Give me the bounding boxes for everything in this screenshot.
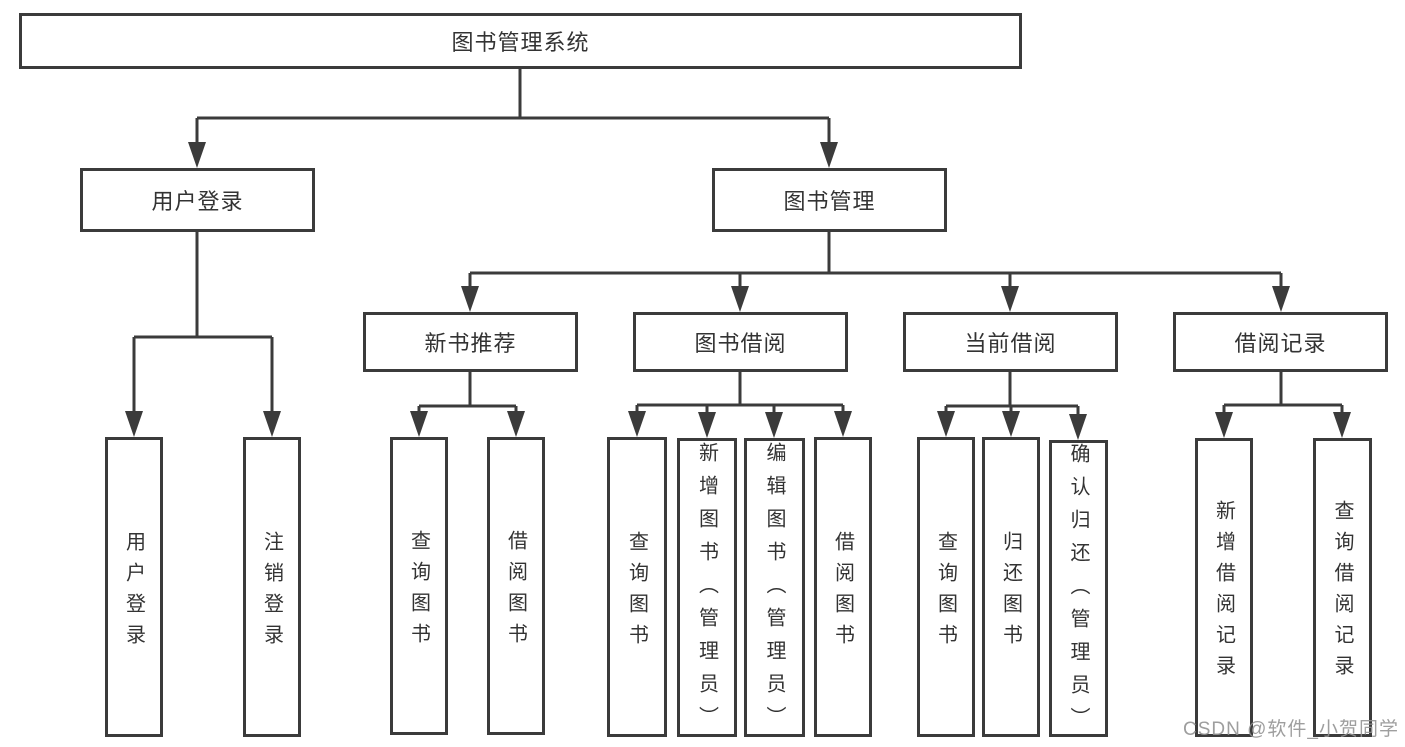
node-borrow-records: 借阅记录 — [1173, 312, 1388, 372]
node-label: 借阅记录 — [1234, 331, 1327, 356]
leaf-query-books-recommend: 查询图书 — [390, 437, 448, 735]
node-label: 当前借阅 — [964, 331, 1057, 356]
node-current-borrowing: 当前借阅 — [903, 312, 1118, 372]
node-label: 用户登录 — [151, 189, 244, 214]
node-label: 借阅图书 — [831, 530, 854, 655]
leaf-add-book-admin: 新增图书（管理员） — [677, 438, 737, 739]
node-book-borrowing: 图书借阅 — [633, 312, 848, 372]
node-label: 归还图书 — [999, 530, 1022, 655]
node-label: 图书管理 — [783, 189, 876, 214]
node-book-management: 图书管理 — [712, 168, 947, 232]
node-label: 查询图书 — [625, 530, 648, 655]
node-label: 查询图书 — [407, 529, 430, 654]
node-label: 确认归还（管理员） — [1067, 443, 1089, 740]
node-label: 查询借阅记录 — [1331, 500, 1353, 686]
node-label: 新增图书（管理员） — [695, 442, 718, 739]
leaf-borrow-books: 借阅图书 — [814, 437, 872, 737]
leaf-query-books-borrowing: 查询图书 — [607, 437, 667, 737]
leaf-logout: 注销登录 — [243, 437, 301, 737]
leaf-edit-book-admin: 编辑图书（管理员） — [744, 438, 805, 739]
leaf-add-borrow-record: 新增借阅记录 — [1195, 438, 1253, 737]
node-label: 新增借阅记录 — [1212, 500, 1235, 686]
node-label: 图书借阅 — [694, 331, 787, 356]
node-library-system: 图书管理系统 — [19, 13, 1022, 69]
node-label: 用户登录 — [122, 530, 145, 655]
node-label: 查询图书 — [934, 530, 957, 655]
node-new-book-recommend: 新书推荐 — [363, 312, 578, 372]
leaf-user-login: 用户登录 — [105, 437, 163, 737]
leaf-query-books-current: 查询图书 — [917, 437, 975, 737]
node-label: 新书推荐 — [424, 331, 517, 356]
node-label: 编辑图书（管理员） — [763, 442, 785, 739]
leaf-confirm-return-admin: 确认归还（管理员） — [1049, 440, 1108, 740]
leaf-query-borrow-record: 查询借阅记录 — [1313, 438, 1372, 737]
node-user-login: 用户登录 — [80, 168, 315, 232]
node-label: 图书管理系统 — [451, 30, 590, 55]
node-label: 借阅图书 — [504, 529, 527, 654]
arrowheads — [125, 142, 1351, 440]
leaf-return-book: 归还图书 — [982, 437, 1040, 737]
leaf-borrow-books-recommend: 借阅图书 — [487, 437, 545, 735]
node-label: 注销登录 — [260, 530, 283, 655]
